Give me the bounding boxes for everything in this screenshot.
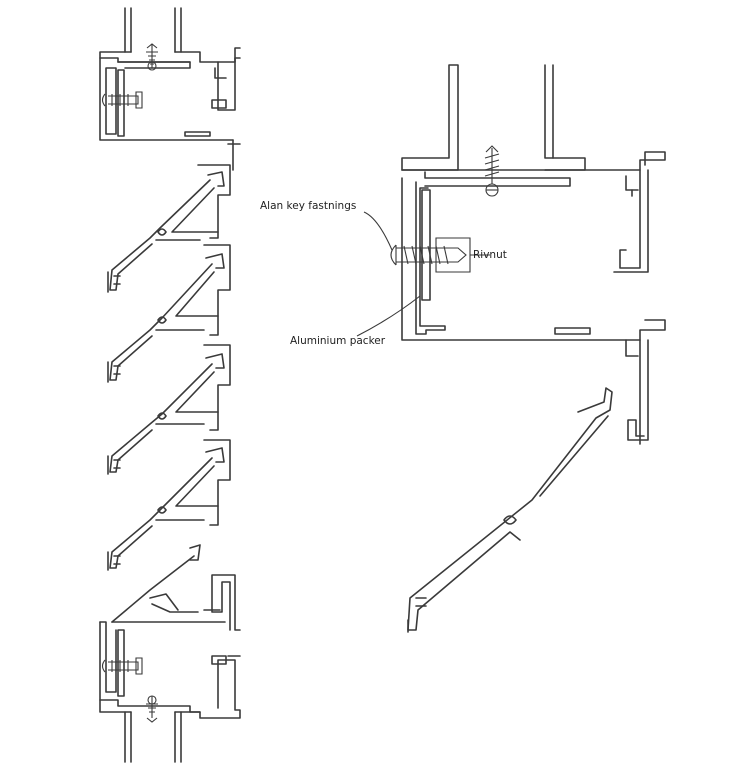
detail-screw-icon [484,145,500,197]
label-aluminium-packer: Aluminium packer [290,335,386,347]
label-leaders [356,211,490,337]
bottom-blade [111,544,241,631]
top-screw-icon [146,43,158,71]
louvre-blade-3 [107,344,231,475]
detail-mullion [401,64,586,171]
top-head-frame [99,47,241,171]
bottom-rivnut-icon [101,657,143,675]
louvre-assembly-elevation [99,7,241,763]
detail-head-frame [401,151,666,445]
top-rivnut-icon [101,91,143,109]
detail-louvre-blade [407,387,613,633]
louvre-blade-1 [107,164,231,293]
rivnut-icon [390,237,471,273]
label-alan-key-fastenings: Alan key fastnings [260,200,356,212]
top-mullion-stubs [124,7,182,53]
louvre-blade-2 [107,244,231,383]
louvre-blade-4 [107,439,231,571]
label-rivnut: Rivnut [473,249,507,261]
enlarged-head-detail: Alan key fastnings Rivnut Aluminium pack… [260,64,666,633]
bottom-mullion-stubs [124,711,182,763]
bottom-screw-icon [146,695,158,723]
